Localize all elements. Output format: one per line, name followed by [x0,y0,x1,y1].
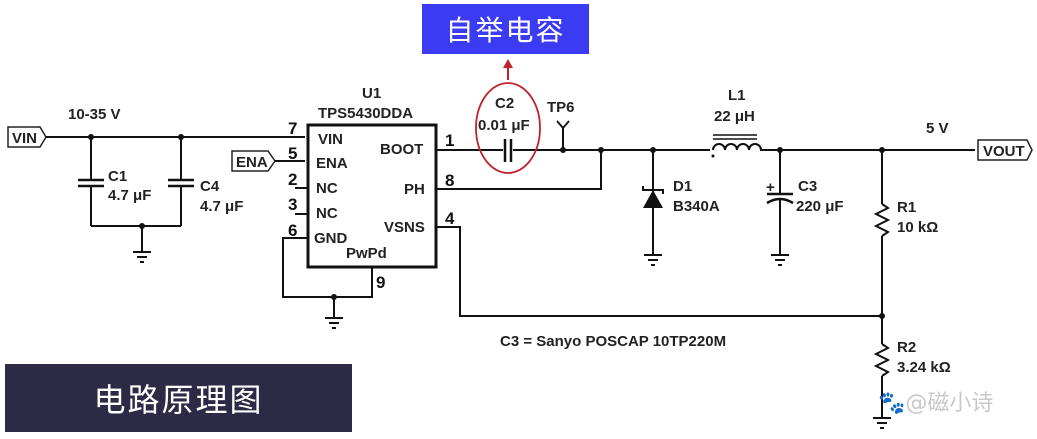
r1-value: 10 kΩ [897,219,938,236]
pin-name-vin: VIN [318,131,343,148]
vout-port: VOUT [977,139,1033,161]
feedback-wire [436,226,882,317]
d1-ref: D1 [673,178,692,195]
c2-highlight-ellipse [475,82,541,174]
r1-ref: R1 [897,199,916,216]
pin-name-nc: NC [316,205,338,222]
c4-value: 4.7 μF [200,198,243,215]
inductor-l1 [710,134,762,158]
r2-value: 3.24 kΩ [897,359,951,376]
pin-number: 4 [445,209,455,228]
ground-icon [133,226,151,263]
ground-icon [325,297,343,329]
c3-ref: C3 [798,178,817,195]
pin-number: 9 [376,273,385,292]
c2-value: 0.01 μF [478,117,530,134]
c4-ref: C4 [200,178,220,195]
pin-name-boot: BOOT [380,141,423,158]
pin-name-pwpd: PwPd [346,245,387,262]
capacitor-c3 [766,150,794,255]
d1-value: B340A [673,198,720,215]
c3-value: 220 μF [796,198,844,215]
pin-name-gnd: GND [314,230,348,247]
resistor-r2 [873,343,891,418]
capacitor-c4 [168,137,194,226]
capacitor-c2 [503,139,513,162]
junction-dot [560,147,566,153]
pin-number: 2 [288,170,297,189]
l1-ref: L1 [728,87,746,104]
ground-icon [644,254,662,266]
pin-number: 7 [288,119,297,138]
pin-number: 3 [288,195,297,214]
output-voltage-label: 5 V [926,120,949,137]
pin-number: 6 [288,221,297,240]
test-point-tp6 [556,120,570,150]
baidu-paw-icon: 🐾 [878,391,906,416]
c2-ref: C2 [495,95,514,112]
ground-icon [873,417,891,429]
c3-part-note: C3 = Sanyo POSCAP 10TP220M [500,333,726,350]
resistor-r1 [873,150,891,344]
r2-ref: R2 [897,339,916,356]
vin-port: VIN [7,126,47,148]
tp6-ref: TP6 [547,99,575,116]
ground-icon [771,254,789,266]
pin-name-ph: PH [404,181,425,198]
pin-number: 1 [445,131,454,150]
pin-name-vsns: VSNS [384,219,425,236]
watermark: 🐾@磁小诗 [878,385,993,417]
capacitor-c1 [78,137,104,226]
l1-value: 22 μH [714,108,755,125]
gnd-pad-wire [282,237,373,298]
c1-ref: C1 [108,168,127,185]
vout-port-label: VOUT [983,143,1025,160]
pin-number: 8 [445,171,454,190]
watermark-text: @磁小诗 [905,391,994,416]
circuit-schematic-title: 电路原理图 [5,364,352,432]
c1-value: 4.7 μF [108,187,151,204]
input-voltage-label: 10-35 V [68,106,121,123]
pin-number: 5 [288,144,297,163]
ph-wire [436,150,602,190]
ena-port-label: ENA [236,154,268,171]
diode-d1 [642,150,664,255]
pin-name-ena: ENA [316,155,348,172]
ic-u1-body [306,123,438,269]
c3-polarity: + [766,179,775,196]
vin-port-label: VIN [12,130,37,147]
ena-port: ENA [231,150,276,172]
junction-dot [879,313,885,319]
highlight-arrow [503,59,513,80]
pin-name-nc: NC [316,180,338,197]
bootstrap-capacitor-title: 自举电容 [422,4,589,54]
ic-ref: U1 [362,85,381,102]
ic-part-number: TPS5430DDA [318,105,413,122]
